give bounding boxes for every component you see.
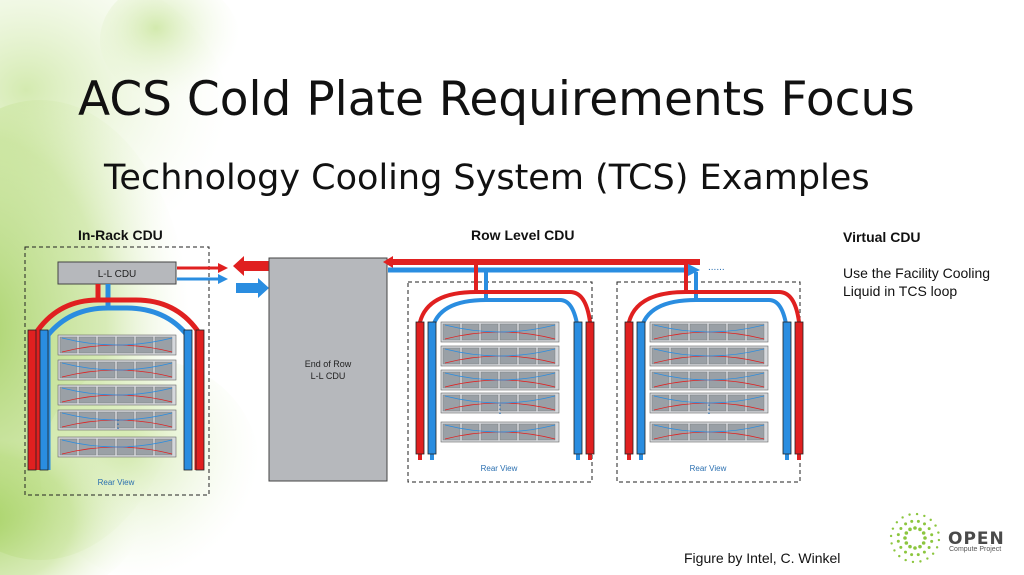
continuation-ellipsis-icon: ...... — [708, 262, 725, 273]
cold-out-arrow-icon — [218, 274, 228, 284]
server-2 — [440, 345, 560, 367]
slide-title: ACS Cold Plate Requirements Focus — [78, 72, 915, 127]
cold-manifold-left — [636, 321, 646, 455]
logo-word: OPEN — [948, 529, 1005, 549]
in-rack-more-servers-icon: ⋮ — [112, 417, 124, 431]
rack-2-rear-view: Rear View — [690, 464, 727, 473]
in-rack-server-5 — [57, 436, 177, 458]
figure-credit: Figure by Intel, C. Winkel — [684, 550, 841, 566]
dotted-sunburst-logo-icon — [889, 512, 941, 564]
row-hot-header-arrow-icon — [383, 256, 393, 268]
hot-manifold-right — [585, 321, 595, 455]
end-of-row-label-1: End of Row — [305, 359, 352, 369]
virtual-cdu-heading: Virtual CDU — [843, 229, 921, 245]
end-of-row-label-2: L-L CDU — [311, 371, 346, 381]
in-rack-cold-manifold-right — [183, 329, 193, 471]
in-rack-server-2 — [57, 359, 177, 381]
logo-subtitle: Compute Project — [949, 546, 1002, 553]
row-level-cdu-heading: Row Level CDU — [471, 227, 575, 243]
in-rack-cdu-heading: In-Rack CDU — [78, 227, 163, 243]
cold-supply-arrow-icon — [236, 278, 269, 298]
in-rack-servers: ⋮ — [57, 334, 177, 458]
server-2 — [649, 345, 769, 367]
slide-subtitle: Technology Cooling System (TCS) Examples — [104, 158, 870, 198]
rack-1-loop: ⋮ — [415, 265, 595, 460]
rack-1-rear-view: Rear View — [481, 464, 518, 473]
hot-manifold-right — [794, 321, 804, 455]
in-rack-server-4 — [57, 409, 177, 431]
in-rack-hot-manifold-right — [195, 329, 205, 471]
in-rack-cold-manifold-left — [39, 329, 49, 471]
hot-manifold-left — [624, 321, 634, 455]
server-4 — [440, 392, 560, 414]
server-1 — [649, 321, 769, 343]
rack-2-loop: ⋮ — [624, 265, 804, 460]
more-servers-icon: ⋮ — [494, 402, 506, 416]
in-rack-rear-view: Rear View — [98, 478, 135, 487]
server-4 — [649, 392, 769, 414]
hot-out-arrow-icon — [218, 263, 228, 273]
cold-manifold-left — [427, 321, 437, 455]
in-rack-cdu-label: L-L CDU — [98, 269, 137, 280]
row-cold-header-arrow-icon — [688, 264, 700, 276]
in-rack-hot-manifold-left — [27, 329, 37, 471]
server-3 — [440, 369, 560, 391]
hot-return-arrow-icon — [233, 256, 270, 276]
server-5 — [440, 421, 560, 443]
cold-manifold-right — [782, 321, 792, 455]
virtual-cdu-description: Use the Facility Cooling Liquid in TCS l… — [843, 265, 991, 299]
server-5 — [649, 421, 769, 443]
in-rack-enclosure — [24, 246, 210, 496]
in-rack-server-1 — [57, 334, 177, 356]
more-servers-icon: ⋮ — [703, 402, 715, 416]
in-rack-cdu-box — [57, 261, 177, 285]
in-rack-server-3 — [57, 384, 177, 406]
hot-manifold-left — [415, 321, 425, 455]
cold-manifold-right — [573, 321, 583, 455]
end-of-row-cdu — [268, 257, 388, 482]
server-3 — [649, 369, 769, 391]
server-1 — [440, 321, 560, 343]
